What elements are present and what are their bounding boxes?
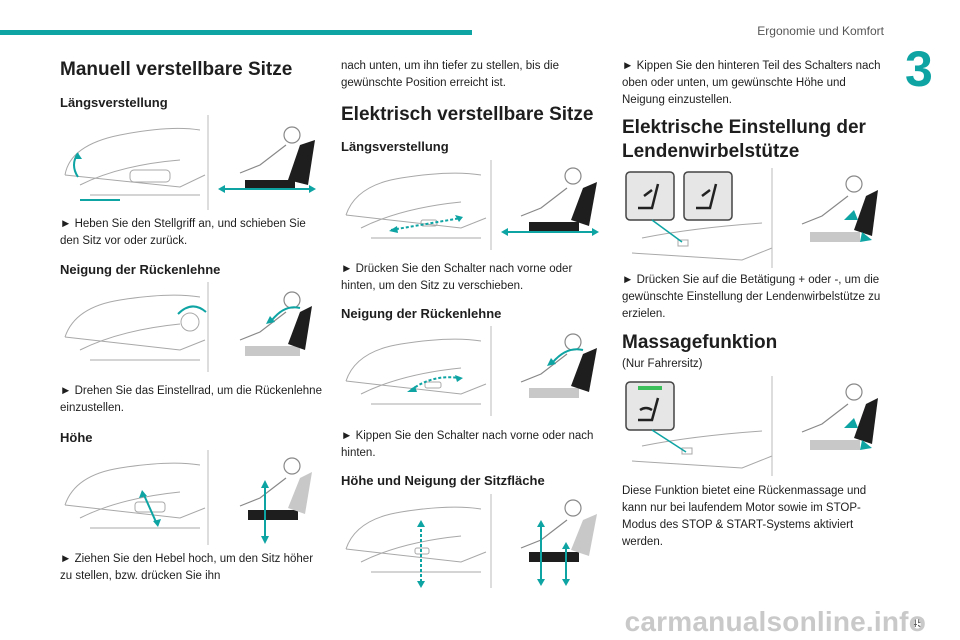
watermark: carmanualsonline.info bbox=[624, 606, 926, 637]
col3-s2-title: Massagefunktion bbox=[622, 332, 778, 353]
page-number: 45 bbox=[910, 616, 924, 630]
col1-s2-text: ► Drehen Sie das Einstellrad, um die Rüc… bbox=[60, 385, 322, 414]
figure-manual-hoehe bbox=[60, 450, 320, 545]
col1-s1-text: ► Heben Sie den Stellgriff an, und schie… bbox=[60, 218, 306, 247]
col2-s1-title: Längsverstellung bbox=[341, 139, 449, 154]
col1-title: Manuell verstellbare Sitze bbox=[60, 59, 293, 80]
figure-lendenwirbelstuetze bbox=[622, 168, 884, 268]
top-accent-bar bbox=[0, 30, 472, 35]
col3-s2-text: Diese Funktion bietet eine Rückenmassage… bbox=[622, 485, 867, 548]
col1-s3-title: Höhe bbox=[60, 430, 93, 445]
figure-elektrisch-rueckenlehne bbox=[341, 326, 603, 416]
col2-cont-text: nach unten, um ihn tiefer zu stellen, bi… bbox=[341, 60, 559, 89]
col2-s3-title: Höhe und Neigung der Sitzfläche bbox=[341, 473, 545, 488]
col2-s2-text: ► Kippen Sie den Schalter nach vorne ode… bbox=[341, 430, 594, 459]
figure-elektrisch-hoehe-neigung bbox=[341, 494, 603, 588]
col2-s2-title: Neigung der Rückenlehne bbox=[341, 306, 502, 321]
col3-cont-text: ► Kippen Sie den hinteren Teil des Schal… bbox=[622, 60, 881, 106]
col1-s1-title: Längsverstellung bbox=[60, 95, 168, 110]
col2-s1-text: ► Drücken Sie den Schalter nach vorne od… bbox=[341, 263, 573, 292]
figure-elektrisch-laengsverstellung bbox=[341, 160, 603, 250]
chapter-number: 3 bbox=[905, 41, 933, 97]
col2-title: Elektrisch verstellbare Sitze bbox=[341, 104, 594, 125]
col1-s2-title: Neigung der Rückenlehne bbox=[60, 262, 221, 277]
col1-s3-text: ► Ziehen Sie den Hebel hoch, um den Sitz… bbox=[60, 553, 314, 582]
col3-s2-sub: (Nur Fahrersitz) bbox=[622, 358, 703, 370]
header-title: Ergonomie und Komfort bbox=[757, 24, 884, 38]
col3-title: Elektrische Einstellung der Lendenwirbel… bbox=[622, 117, 866, 162]
figure-manual-rueckenlehne bbox=[60, 282, 320, 372]
figure-massagefunktion bbox=[622, 376, 884, 476]
figure-manual-laengsverstellung bbox=[60, 115, 320, 210]
col3-s1-text: ► Drücken Sie auf die Betätigung + oder … bbox=[622, 274, 881, 320]
